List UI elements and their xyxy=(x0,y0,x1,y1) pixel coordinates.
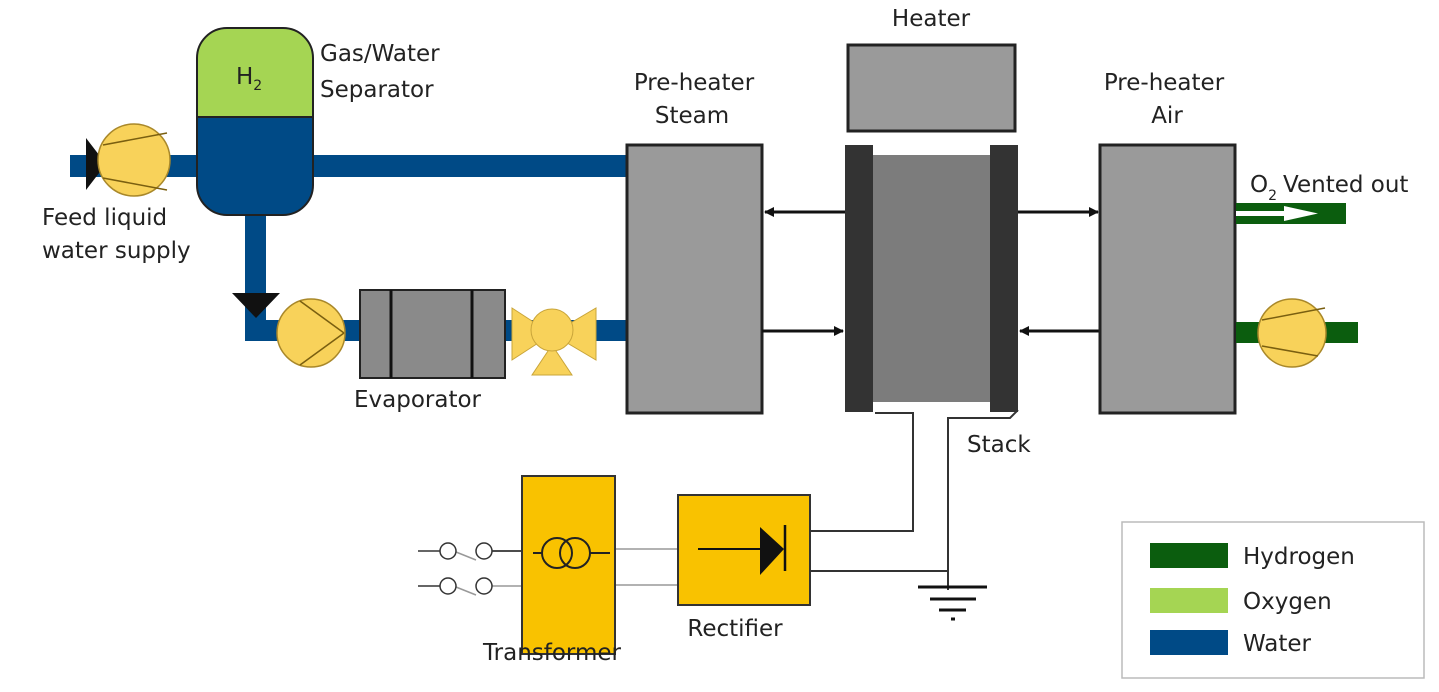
legend-swatch-hydrogen xyxy=(1150,543,1228,568)
feed-pump-icon xyxy=(97,123,171,197)
preheater-air xyxy=(1098,143,1237,415)
stack-label: Stack xyxy=(967,432,1031,458)
switch-icon xyxy=(418,542,522,596)
preheater-steam xyxy=(625,143,764,415)
check-valve-down-icon xyxy=(232,293,280,318)
electrolysis-stack xyxy=(845,145,1018,412)
legend: Hydrogen Oxygen Water xyxy=(1121,521,1425,679)
legend-label-oxygen: Oxygen xyxy=(1243,589,1332,615)
legend-label-hydrogen: Hydrogen xyxy=(1243,544,1355,570)
gas-water-separator xyxy=(196,27,314,216)
preheater-air-label-2: Air xyxy=(1151,103,1183,129)
separator-label-2: Separator xyxy=(320,77,434,103)
feed-label-1: Feed liquid xyxy=(42,205,167,231)
legend-swatch-oxygen xyxy=(1150,588,1228,613)
evaporator xyxy=(359,289,506,379)
heater xyxy=(846,43,1017,133)
legend-label-water: Water xyxy=(1243,631,1312,657)
transformer-label: Transformer xyxy=(482,640,622,666)
ground-icon xyxy=(918,585,987,621)
transformer-icon xyxy=(533,537,610,569)
heater-label: Heater xyxy=(892,6,971,32)
evaporator-label: Evaporator xyxy=(354,387,482,413)
vent-arrow-icon xyxy=(1236,206,1318,221)
preheater-steam-label-2: Steam xyxy=(655,103,729,129)
feed-label-2: water supply xyxy=(42,238,191,264)
air-compressor-icon xyxy=(1257,298,1327,368)
diode-icon xyxy=(698,525,787,575)
separator-label-1: Gas/Water xyxy=(320,41,440,67)
legend-swatch-water xyxy=(1150,630,1228,655)
check-valve-icon xyxy=(86,138,106,190)
control-valve-icon xyxy=(511,307,597,376)
preheater-steam-label-1: Pre-heater xyxy=(634,70,755,96)
transformer xyxy=(521,475,616,655)
water-pump-icon xyxy=(276,298,346,368)
preheater-air-label-1: Pre-heater xyxy=(1104,70,1225,96)
rectifier-label: Rectifier xyxy=(687,616,783,642)
separator-gas-label: H2 xyxy=(236,64,262,94)
